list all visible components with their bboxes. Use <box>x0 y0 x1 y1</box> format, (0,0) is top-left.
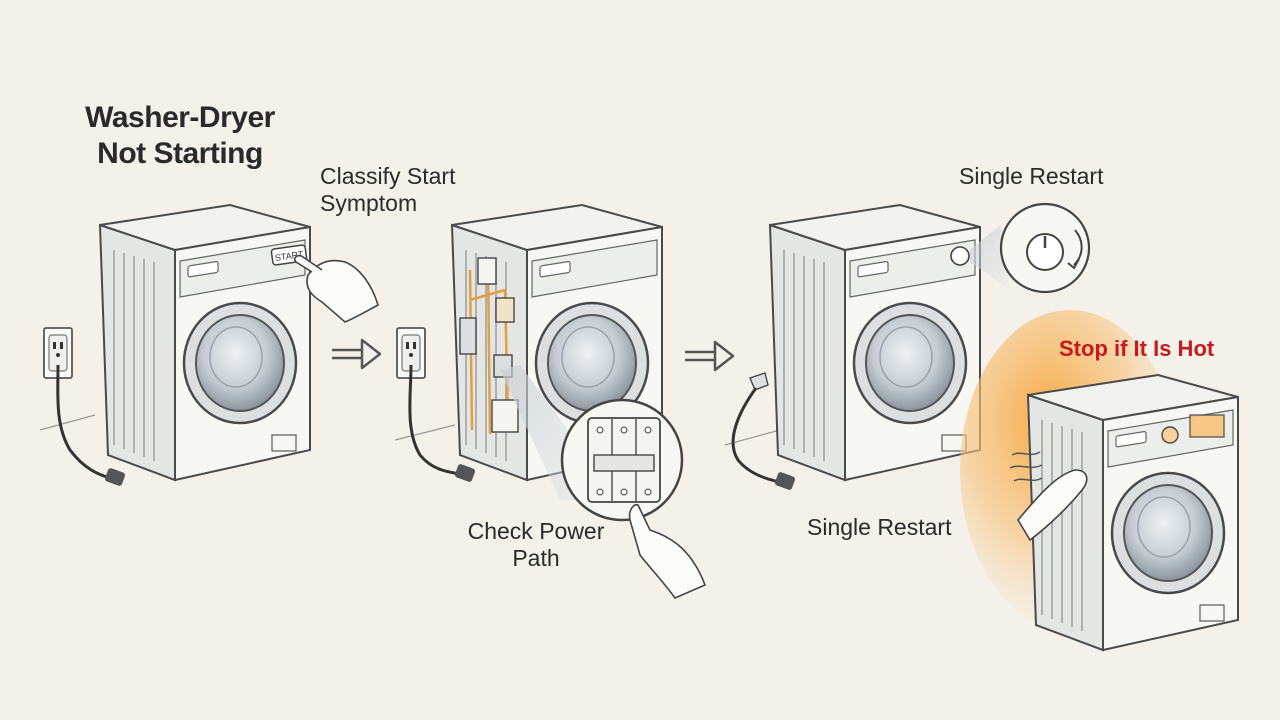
step-label-restart-top: Single Restart <box>959 163 1103 190</box>
step-label-power-line-2: Path <box>512 545 560 571</box>
hand-press-icon <box>306 259 379 323</box>
step-label-classify-line-1: Classify Start <box>320 163 456 189</box>
warning-label-text: Stop if It Is Hot <box>1059 336 1215 361</box>
step-label-power: Check Power Path <box>463 518 609 572</box>
washer-1-illustration: START <box>98 203 379 482</box>
title-line-2: Not Starting <box>97 137 263 170</box>
step-label-power-line-1: Check Power <box>467 518 605 544</box>
warning-label: Stop if It Is Hot <box>1059 336 1214 362</box>
outlet-2-icon <box>396 327 476 482</box>
page-title: Washer-Dryer Not Starting <box>70 100 290 172</box>
step-label-restart-bottom: Single Restart <box>807 514 951 541</box>
flow-arrow-2-icon <box>683 340 735 372</box>
washer-hot-illustration <box>960 310 1240 652</box>
hand-touch-icon <box>1017 469 1088 542</box>
flow-arrow-1-icon <box>330 338 382 370</box>
outlet-1-icon <box>43 327 126 486</box>
knob-zoom-icon <box>999 202 1091 294</box>
water-tap-icon <box>731 372 796 490</box>
step-label-classify-line-2: Symptom <box>320 190 418 216</box>
breaker-zoom-icon <box>560 398 707 599</box>
title-line-1: Washer-Dryer <box>85 101 275 134</box>
step-label-classify: Classify Start Symptom <box>320 163 455 217</box>
step-label-restart-bottom-text: Single Restart <box>807 514 952 540</box>
washer-3-illustration <box>768 203 1010 482</box>
step-label-restart-top-text: Single Restart <box>959 163 1104 189</box>
